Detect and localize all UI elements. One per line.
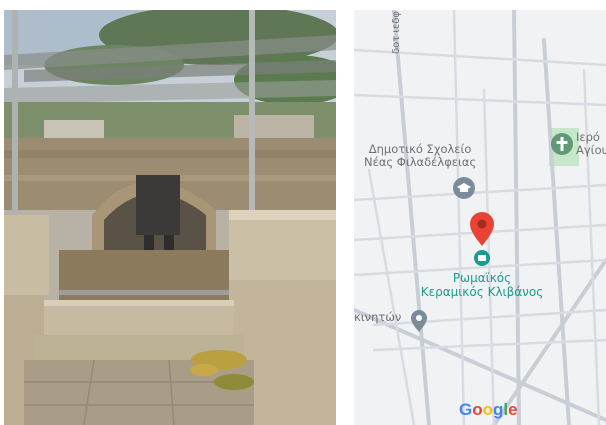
school-label-line2: Νέας Φιλαδέλφειας — [364, 155, 477, 169]
map-roads — [354, 10, 606, 425]
church-icon[interactable] — [551, 133, 573, 155]
google-logo: Google — [459, 400, 518, 420]
place-label-line2: Κεραμικός Κλιβάνος — [420, 285, 544, 299]
map-view[interactable]: δοτ ιεδφ Δημοτικό Σχολείο Νέας Φιλαδέλφε… — [354, 10, 606, 425]
place-label[interactable]: Ρωμαϊκός Κεραμικός Κλιβάνος — [412, 271, 552, 299]
poi-marker-icon[interactable] — [411, 310, 427, 332]
place-label-line1: Ρωμαϊκός — [452, 271, 512, 285]
school-label-line1: Δημοτικό Σχολείο — [368, 142, 472, 156]
school-label[interactable]: Δημοτικό Σχολείο Νέας Φιλαδέλφειας — [364, 143, 476, 169]
google-logo-letter: o — [472, 400, 483, 419]
google-logo-letter: g — [493, 400, 504, 419]
museum-icon[interactable] — [474, 250, 490, 266]
partial-street-label: κινητών — [354, 310, 402, 324]
google-logo-letter: G — [459, 400, 473, 419]
church-label-line1: Ιερό — [576, 130, 600, 144]
google-logo-letter: l — [503, 400, 509, 419]
archaeological-site-photo — [4, 10, 336, 425]
google-logo-letter: e — [508, 400, 518, 419]
church-label-line2: Αγίου — [576, 143, 606, 157]
street-label-vertical: δοτ ιεδφ — [391, 11, 402, 54]
google-logo-letter: o — [482, 400, 494, 419]
church-label[interactable]: Ιερό Αγίου — [576, 131, 606, 157]
site-photo — [4, 10, 336, 425]
location-pin-icon[interactable] — [470, 212, 494, 246]
school-icon[interactable] — [453, 177, 475, 199]
